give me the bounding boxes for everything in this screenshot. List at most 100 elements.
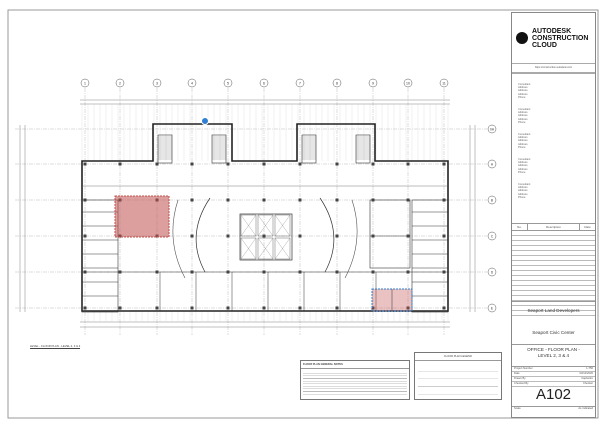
elevator [240,237,257,260]
consultant-line: Address [518,86,528,90]
consultant-line: Address [518,117,528,121]
structural-column [190,270,194,274]
company-logo: AUTODESK CONSTRUCTION CLOUD [512,13,595,64]
scale-value: As indicated [578,407,593,410]
structural-column [190,198,194,202]
structural-column [83,198,87,202]
grid-bubble [80,78,90,88]
markup-cloud-red [114,195,170,238]
revision-row [512,246,595,251]
room [81,199,119,313]
notes-title: FLOOR PLAN GENERAL NOTES [301,361,409,369]
consultant-line: Address [518,189,528,193]
field-label: Checked By [514,382,529,385]
plan-legend: FLOOR PLAN LEGEND [414,352,502,400]
field-label: Date [514,372,520,375]
consultant-line: Address [518,92,528,96]
structural-column [83,162,87,166]
grid-label: 1 [84,82,86,86]
field-label: Project Number [514,367,533,370]
conference-room [369,199,411,269]
notes-text [303,371,407,395]
structural-column [371,162,375,166]
atrium-curve [195,197,211,273]
consultant-line: Address [518,142,528,146]
consultant-line: Consultant [518,108,531,112]
structural-column [371,198,375,202]
structural-column [442,198,446,202]
grid-label: 2 [119,82,121,86]
grid-label: E [491,306,493,310]
structural-column [335,306,339,310]
company-url[interactable]: https://construction.autodesk.com [512,64,595,74]
structural-column [298,198,302,202]
structural-column [371,234,375,238]
elevator [257,237,274,260]
field-label: Drawn By [514,377,526,380]
structural-column [226,306,230,310]
structural-column [406,234,410,238]
elevator-x [257,214,274,237]
structural-column [118,270,122,274]
sheet-title: OFFICE - FLOOR PLAN -LEVEL 2, 3 & 4 [512,344,595,369]
grid-label: A [491,162,494,166]
structural-column [406,306,410,310]
sheet-field: Date 03/12/2020 [512,372,595,377]
grid-label: 0A [490,127,495,131]
structural-column [190,162,194,166]
grid-label: 10 [406,82,410,86]
structural-column [226,162,230,166]
logo-icon [516,32,528,44]
consultant-line: Address [518,114,528,118]
client-name: Seaport Land Developers [527,308,580,313]
rev-date-header: Date [584,225,591,229]
field-value: 03/12/2020 [579,372,593,375]
structural-column [155,162,159,166]
structural-column [335,198,339,202]
client-block: Seaport Land Developers Seaport Civic Ce… [512,301,595,345]
consultant-line: Consultant [518,133,531,137]
structural-column [406,270,410,274]
markup-pin-icon[interactable] [201,117,209,125]
view-label: LEVEL - FLOOR PLAN - LEVEL 2, 3 & 4 [30,344,81,349]
structural-column [298,162,302,166]
structural-column [262,234,266,238]
consultant-line: Address [518,186,528,190]
consultant-line: Address [518,167,528,171]
structural-column [226,270,230,274]
structural-column [262,198,266,202]
revision-row [512,301,595,306]
consultant-line: Phone [518,120,526,124]
structural-column [155,270,159,274]
grid-label: 5 [227,82,229,86]
grid-bubble [115,78,125,88]
grid-label: B [491,198,493,202]
revision-row [512,241,595,246]
grid-label: D [491,270,494,274]
project-name: Seaport Civic Center [532,330,575,335]
consultant-line: Address [518,89,528,93]
elevator [274,214,291,237]
revision-row [512,281,595,286]
room [411,199,449,313]
structural-column [83,306,87,310]
revision-row [512,261,595,266]
consultant-line: Consultant [518,158,531,162]
structural-column [118,306,122,310]
structural-column [83,270,87,274]
revision-row [512,251,595,256]
structural-column [442,234,446,238]
structural-column [335,270,339,274]
structural-column [442,162,446,166]
structural-column [83,234,87,238]
structural-column [155,306,159,310]
grid-label: 6 [263,82,265,86]
structural-column [226,234,230,238]
